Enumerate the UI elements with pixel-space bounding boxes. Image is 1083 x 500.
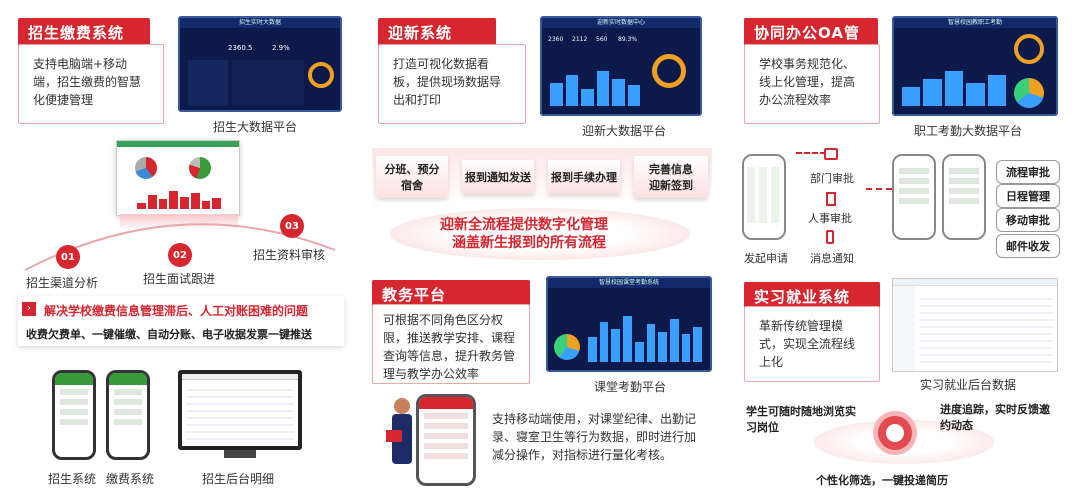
- admission-dashboard: 招生实时大数据 2360.5 2.9%: [178, 16, 342, 112]
- teaching-dashboard: 智慧校园课堂考勤系统: [546, 276, 712, 372]
- pill-process-approval: 流程审批: [996, 160, 1060, 184]
- teacher-figure: [392, 414, 412, 464]
- problem-text: 解决学校缴费信息管理滞后、人工对账困难的问题: [44, 304, 309, 318]
- oa-desc: 学校事务规范化、线上化管理，提高办公流程效率: [744, 44, 880, 124]
- slogan-ellipse: [390, 208, 690, 260]
- chevron-right-icon: ›: [22, 302, 36, 316]
- internship-desc: 革新传统管理模式，实现全流程线上化: [744, 306, 880, 382]
- welcome-title: 迎新系统: [378, 18, 496, 47]
- internship-feature-filter: 个性化筛选，一键投递简历: [816, 474, 948, 487]
- oa-dash-ring: [1014, 34, 1044, 64]
- screen-header-bar: [117, 141, 239, 147]
- welcome-dash-bars: [550, 68, 640, 106]
- admission-desc: 支持电脑端+移动端，招生缴费的智慧化便捷管理: [18, 44, 164, 124]
- flow-dept: 部门审批: [810, 172, 854, 185]
- chip-complete-info: 完善信息迎新签到: [634, 156, 708, 198]
- internship-backend-screen: [892, 278, 1058, 372]
- welcome-dash-title: 迎新实时数据中心: [542, 18, 700, 28]
- flow-hr: 人事审批: [808, 212, 852, 225]
- chip-class-dorm: 分班、预分宿舍: [376, 156, 448, 198]
- teaching-dash-bars: [588, 311, 703, 362]
- slogan-line-2: 涵盖新生报到的所有流程: [452, 235, 606, 251]
- flow-arrow-2: [866, 188, 892, 190]
- welcome-dash-ring: [652, 54, 686, 88]
- step-3-badge: 03: [280, 214, 304, 238]
- bar-chart: [137, 189, 221, 209]
- chip-register: 报到手续办理: [548, 160, 620, 194]
- chip-notify: 报到通知发送: [462, 160, 534, 194]
- oa-dashboard-caption: 职工考勤大数据平台: [914, 124, 1023, 138]
- admission-dash-table: [232, 60, 304, 106]
- admission-dash-list: [188, 60, 228, 106]
- pie-chart-right: [189, 157, 211, 179]
- caption-admission-backend: 招生后台明细: [202, 472, 275, 486]
- teaching-dashboard-caption: 课堂考勤平台: [594, 380, 667, 394]
- step-1-badge: 01: [56, 245, 80, 269]
- caption-admission-system: 招生系统: [48, 472, 97, 486]
- internship-feature-tracking: 进度追踪，实时反馈邀约动态: [940, 403, 1050, 432]
- pill-schedule: 日程管理: [996, 184, 1060, 208]
- flow-notify: 消息通知: [810, 252, 854, 265]
- teaching-phone: [416, 394, 476, 486]
- backend-table: [919, 293, 1053, 367]
- monitor-icon: [824, 148, 838, 160]
- backend-sidebar: [893, 286, 915, 371]
- admission-analytics-screen: [116, 140, 240, 216]
- oa-dash-title: 智慧校园教职工考勤: [894, 18, 1056, 28]
- welcome-desc: 打造可视化数据看板，提供现场数据导出和打印: [378, 44, 526, 124]
- welcome-dash-v3: 560: [596, 36, 608, 43]
- pill-email: 邮件收发: [996, 234, 1060, 258]
- welcome-dash-v2: 2112: [572, 36, 588, 43]
- teaching-mobile-desc: 支持移动端使用，对课堂纪律、出勤记录、寝室卫生等行为数据，即时进行加减分操作，对…: [492, 412, 697, 462]
- pill-mobile-approval: 移动审批: [996, 208, 1060, 232]
- admission-dash-title: 招生实时大数据: [180, 18, 340, 28]
- teaching-dash-pie: [554, 334, 580, 360]
- gear-icon-center: [886, 424, 904, 442]
- oa-phone-mid: [892, 154, 936, 240]
- slogan-line-1: 迎新全流程提供数字化管理: [440, 217, 608, 233]
- oa-dash-pie: [1014, 78, 1044, 108]
- teacher-head: [394, 398, 410, 414]
- internship-dashboard-caption: 实习就业后台数据: [920, 378, 1017, 392]
- flow-start: 发起申请: [744, 252, 788, 265]
- oa-phone-right: [942, 154, 986, 240]
- admission-dash-value-1: 2360.5: [228, 44, 253, 52]
- monitor-table: [186, 384, 294, 440]
- phone-icon: [826, 230, 834, 244]
- admission-phone: [52, 370, 96, 460]
- teaching-desc: 可根据不同角色区分权限，推送教学安排、课程查询等信息，提升教务管理与教学办公效率: [372, 304, 530, 384]
- step-3-label: 招生资料审核: [253, 248, 326, 262]
- caption-payment-system: 缴费系统: [106, 472, 155, 486]
- flow-arrow-1: [796, 152, 826, 154]
- admission-dash-value-2: 2.9%: [272, 44, 290, 52]
- oa-dashboard: 智慧校园教职工考勤: [892, 16, 1058, 116]
- teaching-dash-title: 智慧校园课堂考勤系统: [548, 278, 710, 288]
- admission-dashboard-caption: 招生大数据平台: [213, 120, 298, 134]
- admission-dash-ring: [308, 62, 334, 88]
- admission-monitor: [178, 370, 302, 450]
- admission-title: 招生缴费系统: [18, 18, 150, 47]
- payment-phone: [106, 370, 150, 460]
- problem-banner: › 解决学校缴费信息管理滞后、人工对账困难的问题 收费欠费单、一键催缴、自动分账…: [18, 296, 344, 346]
- oa-phone-left: [742, 154, 786, 240]
- pie-chart-left: [135, 157, 157, 179]
- welcome-dashboard-caption: 迎新大数据平台: [582, 124, 667, 138]
- welcome-dashboard: 迎新实时数据中心 2360 2112 560 89.3%: [540, 16, 702, 116]
- step-2-badge: 02: [168, 243, 192, 267]
- step-2-label: 招生面试跟进: [143, 272, 216, 286]
- features-text: 收费欠费单、一键催缴、自动分账、电子收据发票一键推送: [26, 328, 312, 341]
- oa-dash-bars: [902, 68, 1007, 106]
- teacher-book: [386, 430, 402, 442]
- screen-stand: [120, 214, 238, 230]
- welcome-dash-v4: 89.3%: [618, 36, 638, 43]
- internship-feature-browse: 学生可随时随地浏览实习岗位: [746, 405, 856, 434]
- welcome-dash-v1: 2360: [548, 36, 564, 43]
- step-1-label: 招生渠道分析: [26, 276, 99, 290]
- monitor-stand: [224, 450, 256, 458]
- document-icon: [826, 192, 836, 206]
